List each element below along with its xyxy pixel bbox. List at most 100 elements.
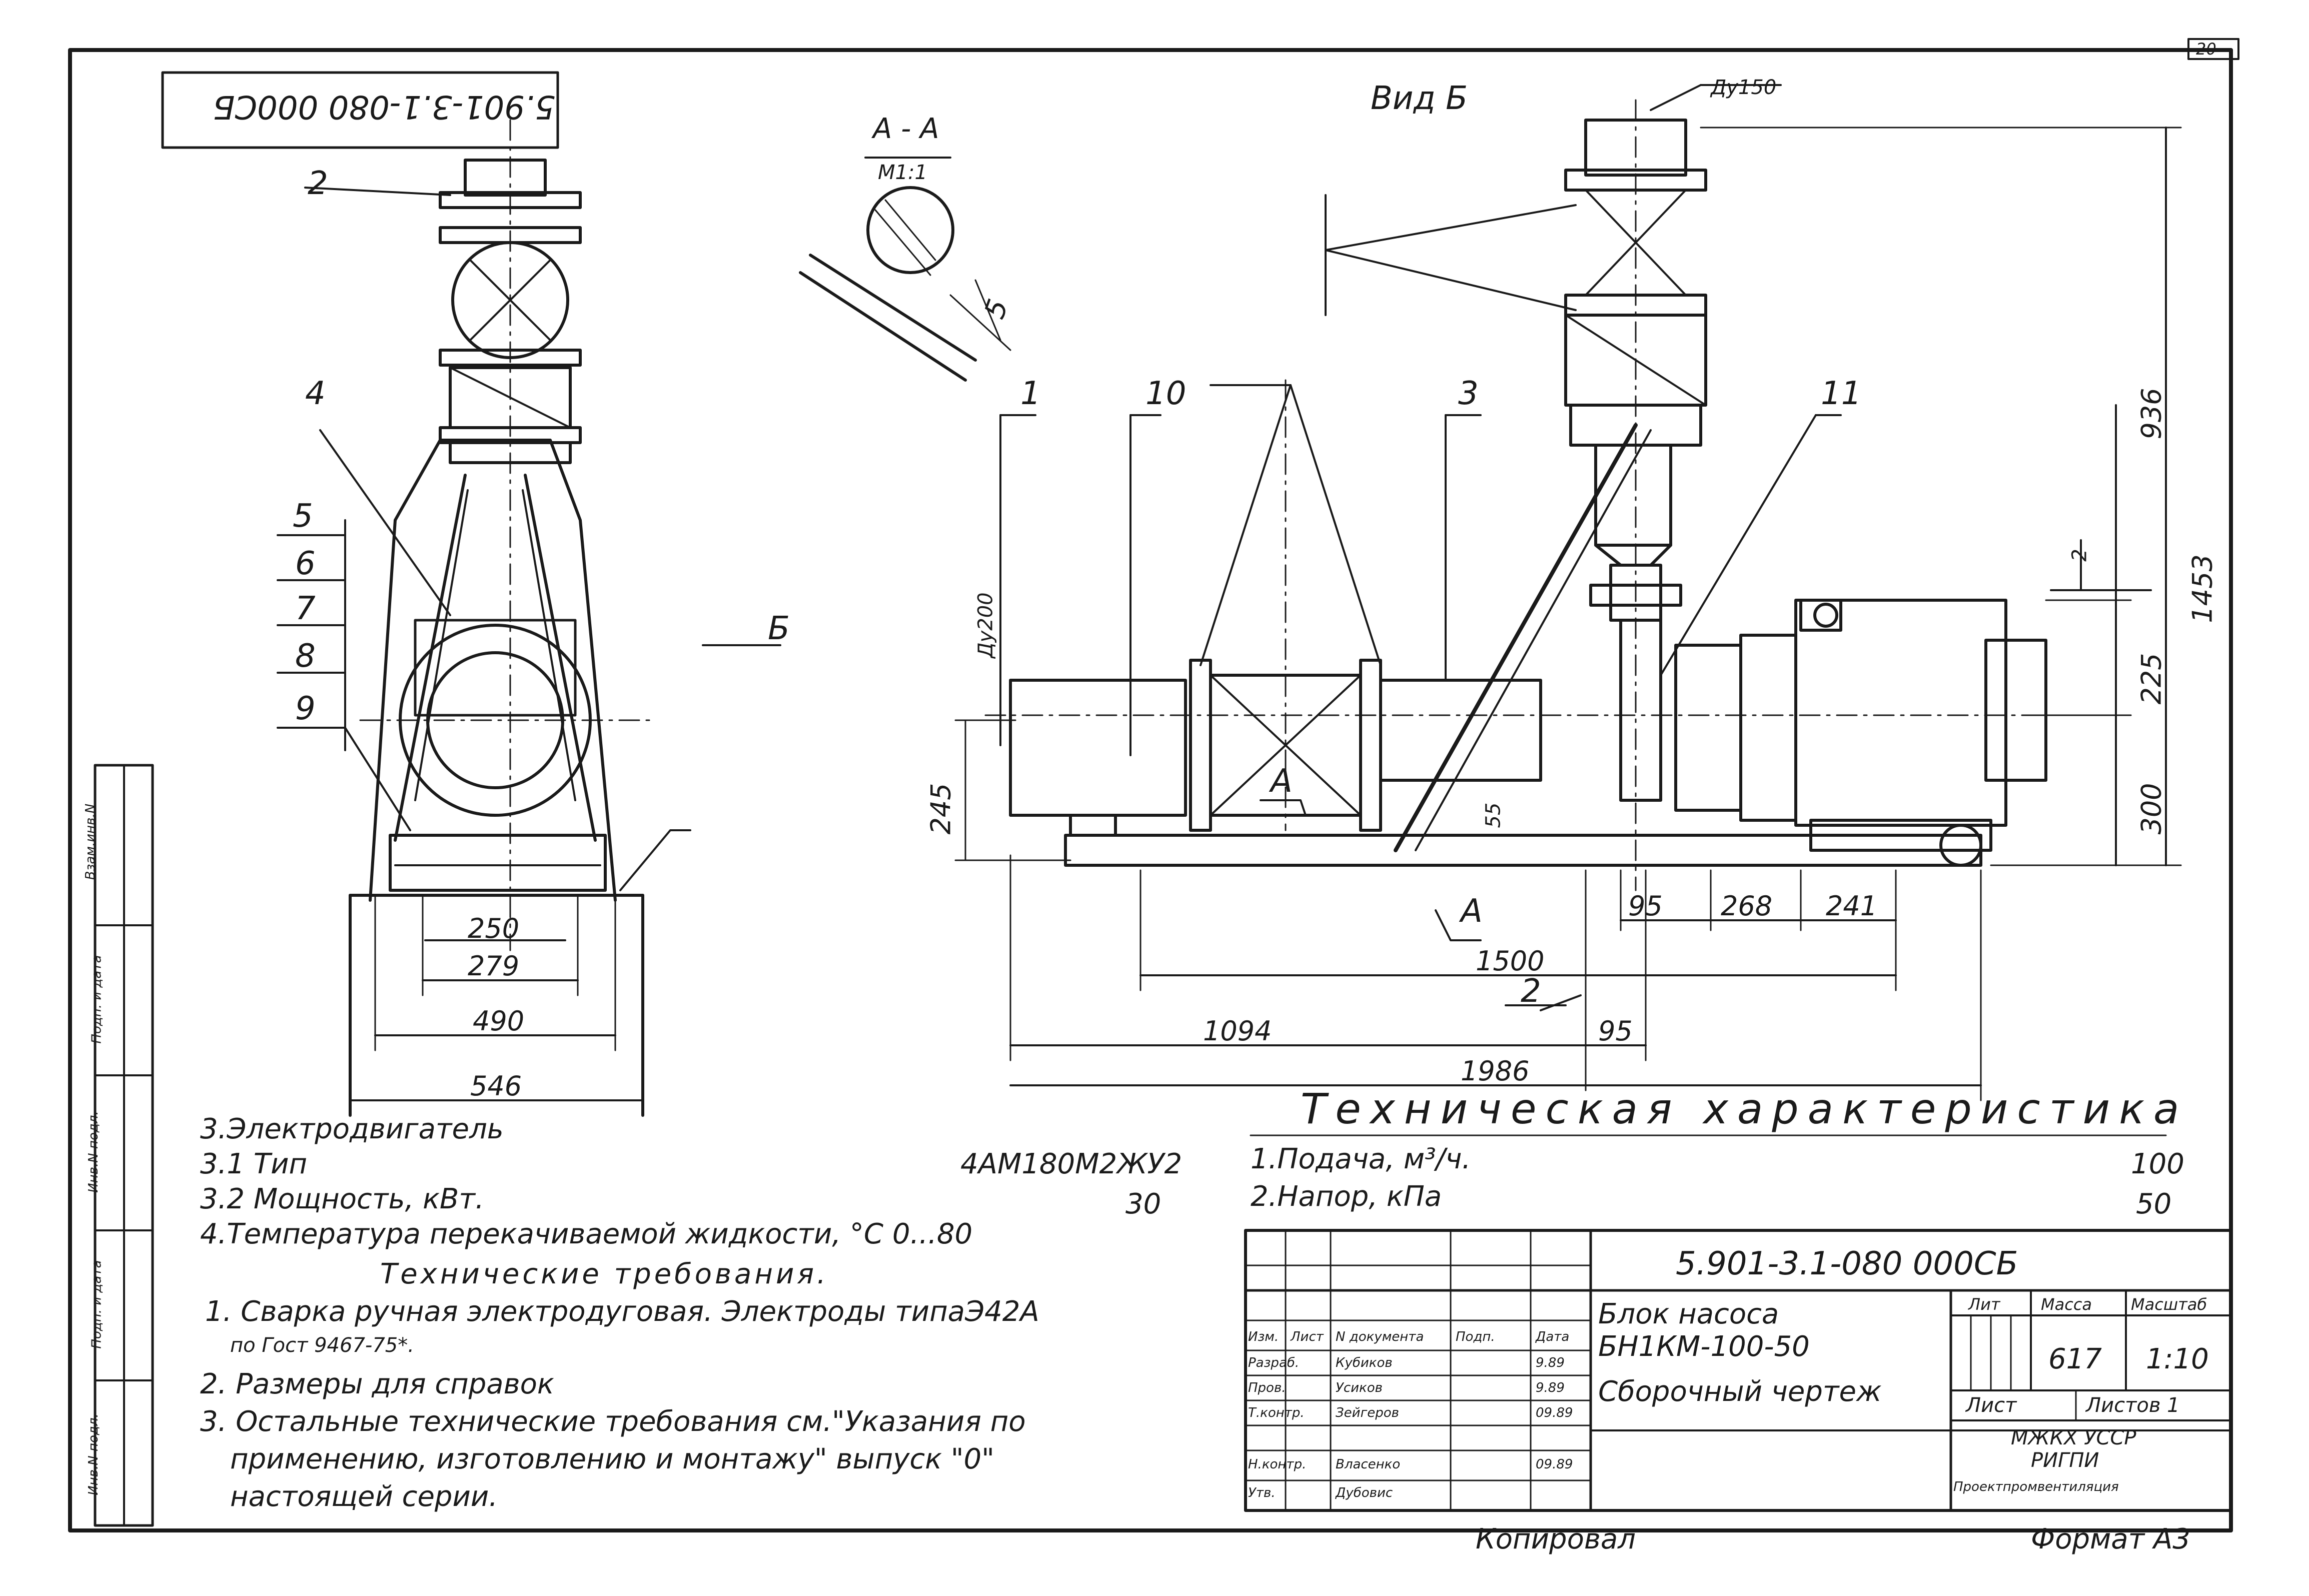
tech-req-3-line3: настоящей серии. (230, 1480, 498, 1513)
callout-8: 8 (295, 638, 316, 675)
col-sign: Подп. (1456, 1329, 1495, 1344)
format-label: Формат А3 (2031, 1523, 2190, 1555)
col-doc: N документа (1336, 1329, 1424, 1344)
dim-1986: 1986 (1461, 1055, 1530, 1087)
section-aa-drawing (799, 157, 1011, 382)
col-list: Лист (1291, 1329, 1324, 1344)
dim-279: 279 (468, 950, 520, 982)
org-line-2: РИГПИ (2031, 1449, 2099, 1472)
role-checker: Пров. (1248, 1380, 1286, 1395)
role-approved: Утв. (1248, 1485, 1276, 1500)
tech-req-heading: Технические требования. (380, 1258, 829, 1290)
section-aa-title: А - А (873, 113, 939, 145)
callout-6: 6 (295, 545, 316, 582)
name-ncontrol: Власенко (1336, 1457, 1401, 1472)
callout-2: 2 (308, 165, 328, 202)
page-number-box (2187, 38, 2239, 60)
tech-req-3-line1: 3. Остальные технические требования см."… (200, 1405, 1026, 1438)
name-checker: Усиков (1336, 1380, 1383, 1395)
sheet-label: Лист (1966, 1394, 2017, 1417)
title-name-1: Блок насоса (1598, 1298, 1779, 1330)
side-stamp-field-2: Подп. и дата (89, 955, 105, 1044)
section-a-marker-top: А (1271, 763, 1293, 800)
section-aa-scale: М1:1 (878, 161, 927, 184)
left-view-drawing (277, 119, 781, 1117)
name-tcontrol: Зейгеров (1336, 1405, 1399, 1420)
dim-225: 225 (2135, 653, 2167, 705)
mass-header: Масса (2041, 1295, 2092, 1314)
title-name-2: БН1КМ-100-50 (1598, 1330, 1810, 1363)
motor-type-value: 4АМ180М2ЖУ2 (960, 1148, 1183, 1180)
sheet-frame (68, 48, 2233, 1532)
section-a-marker-bottom: А (1461, 893, 1483, 930)
callout-4: 4 (305, 375, 326, 412)
callout-9: 9 (295, 690, 316, 727)
dim-95-bottom: 95 (1598, 1015, 1633, 1047)
dim-268: 268 (1721, 890, 1773, 922)
callout-11: 11 (1821, 375, 1862, 412)
tech-req-2: 2. Размеры для справок (200, 1368, 554, 1400)
side-stamp-frame (94, 764, 154, 1527)
dim-300: 300 (2135, 783, 2167, 835)
org-line-1: МЖКХ УССР (2011, 1426, 2136, 1449)
dim-245: 245 (925, 783, 957, 835)
tech-req-1-line2: по Гост 9467-75*. (230, 1334, 414, 1357)
dim-241: 241 (1826, 890, 1878, 922)
dim-250: 250 (468, 913, 520, 944)
dim-2-right: 2 (2068, 549, 2091, 562)
dim-1094: 1094 (1203, 1015, 1272, 1047)
copied-label: Копировал (1476, 1523, 1636, 1555)
motor-type-label: 3.1 Тип (200, 1148, 308, 1180)
col-date: Дата (1536, 1329, 1570, 1344)
temperature-line: 4.Температура перекачиваемой жидкости, °… (200, 1218, 973, 1250)
flow-value: 100 (2131, 1148, 2184, 1180)
du200-label: Ду200 (974, 592, 997, 658)
date-tcontrol: 09.89 (1536, 1405, 1573, 1420)
dim-95-top: 95 (1628, 890, 1663, 922)
side-stamp-field-1: Взам.инв.N (83, 803, 99, 880)
side-stamp-field-4: Подп. и дата (89, 1260, 105, 1349)
head-value: 50 (2136, 1188, 2172, 1220)
view-b-title: Вид Б (1371, 80, 1468, 117)
role-ncontrol: Н.контр. (1248, 1457, 1307, 1472)
motor-power-label: 3.2 Мощность, кВт. (200, 1183, 484, 1215)
role-developer: Разраб. (1248, 1355, 1300, 1370)
title-name-3: Сборочный чертеж (1598, 1375, 1882, 1408)
dim-546: 546 (470, 1070, 522, 1102)
callout-1: 1 (1020, 375, 1041, 412)
role-tcontrol: Т.контр. (1248, 1405, 1305, 1420)
side-stamp-field-5: Инв.N подл. (86, 1413, 101, 1495)
side-stamp-field-3: Инв.N подл. (86, 1111, 101, 1193)
dim-55: 55 (1482, 802, 1505, 828)
date-ncontrol: 09.89 (1536, 1457, 1573, 1472)
dim-936: 936 (2135, 388, 2167, 440)
name-approved: Дубовис (1336, 1485, 1393, 1500)
sheets-label: Листов 1 (2086, 1394, 2180, 1417)
date-developer: 9.89 (1536, 1355, 1565, 1370)
lit-header: Лит (1968, 1295, 2000, 1314)
mass-value: 617 (2048, 1343, 2102, 1375)
tech-req-3-line2: применению, изготовлению и монтажу" выпу… (230, 1443, 994, 1475)
flow-label: 1.Подача, м³/ч. (1251, 1143, 1471, 1175)
head-label: 2.Напор, кПа (1251, 1180, 1442, 1213)
org-line-3: Проектпромвентиляция (1953, 1479, 2119, 1494)
page-number: 20 (2196, 40, 2216, 59)
date-checker: 9.89 (1536, 1380, 1565, 1395)
motor-power-value: 30 (1125, 1188, 1162, 1220)
name-developer: Кубиков (1336, 1355, 1393, 1370)
dim-1500: 1500 (1476, 945, 1545, 977)
tech-req-1-line1: 1. Сварка ручная электродуговая. Электро… (205, 1295, 1039, 1328)
scale-value: 1:10 (2146, 1343, 2209, 1375)
dim-490: 490 (473, 1005, 525, 1037)
title-block-grid (1244, 1229, 2232, 1512)
du150-label: Ду150 (1711, 76, 1777, 99)
callout-5: 5 (293, 498, 313, 535)
scale-header: Масштаб (2131, 1295, 2207, 1314)
dim-1453: 1453 (2186, 554, 2218, 623)
code-stamp-box (161, 71, 559, 149)
callout-7: 7 (295, 590, 316, 627)
title-code: 5.901-3.1-080 000СБ (1676, 1245, 2018, 1282)
view-b-marker: Б (768, 610, 790, 647)
